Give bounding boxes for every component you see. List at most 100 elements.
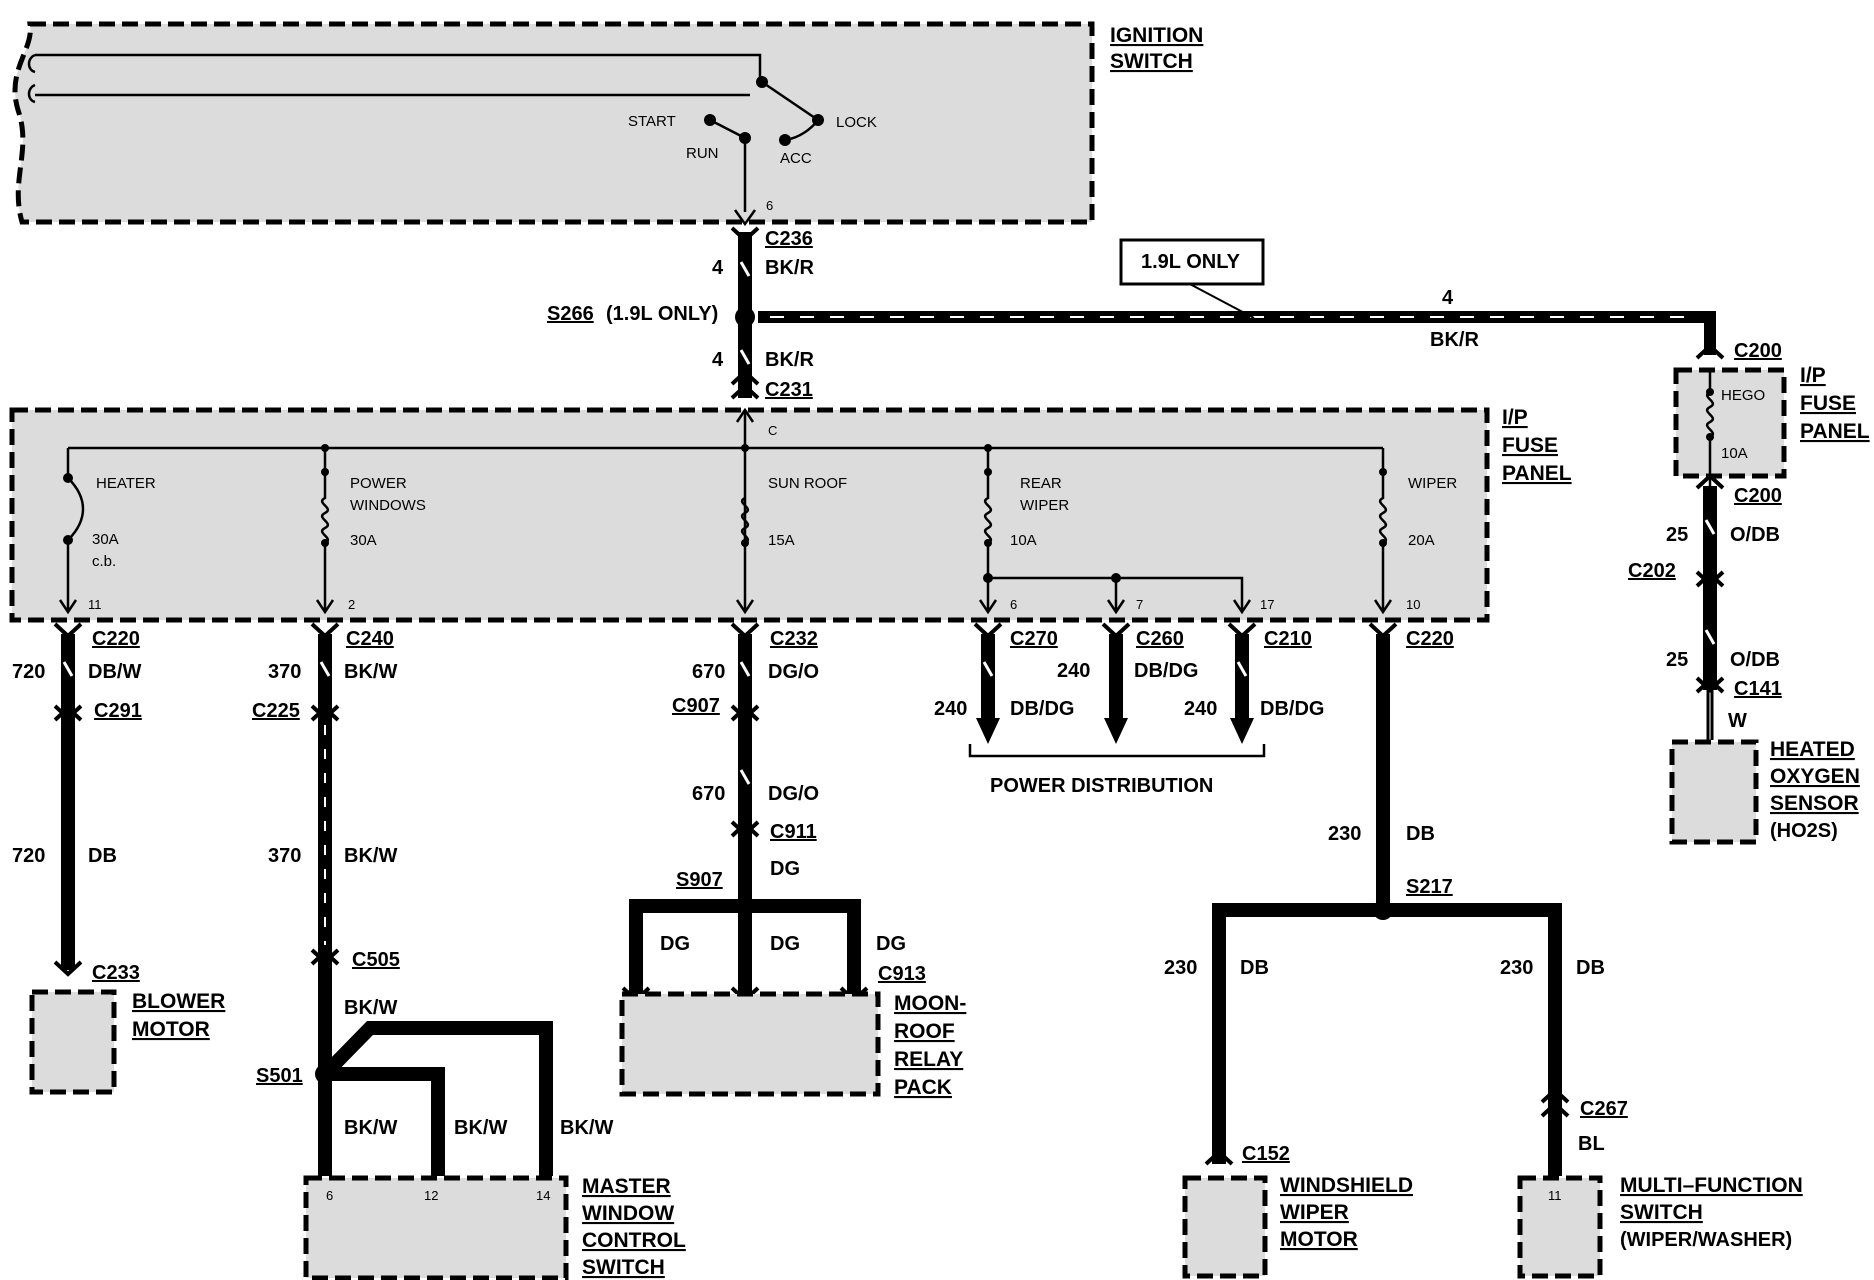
callout-19l-box bbox=[1119, 238, 1265, 286]
wp-1-circuit: 230 bbox=[1328, 823, 1361, 845]
mws-title-1: MASTER bbox=[582, 1175, 671, 1198]
ho2s-title-3: SENSOR bbox=[1770, 792, 1859, 815]
sr-fuse-name: SUN ROOF bbox=[768, 475, 847, 492]
c200-top-label: C200 bbox=[1734, 340, 1782, 362]
pw-fuse-pin: 2 bbox=[348, 597, 355, 612]
heater-1-color: DB/W bbox=[88, 661, 141, 683]
s266-label: S266 bbox=[547, 303, 594, 325]
hego-1-circuit: 25 bbox=[1666, 524, 1688, 546]
wp-bl-color: BL bbox=[1578, 1133, 1605, 1155]
hego-feed-color: BK/R bbox=[1430, 329, 1479, 351]
mws-title-3: CONTROL bbox=[582, 1229, 686, 1252]
mws-title-4: SWITCH bbox=[582, 1256, 665, 1279]
mws-title-2: WINDOW bbox=[582, 1202, 674, 1225]
hego-fuse-panel-title-3: PANEL bbox=[1800, 420, 1870, 443]
c913-label: C913 bbox=[878, 963, 926, 985]
mws-pin-12: 12 bbox=[424, 1188, 438, 1203]
pw-3-color: BK/W bbox=[344, 997, 397, 1019]
ho2s-title-2: OXYGEN bbox=[1770, 765, 1860, 788]
wp-r-color: DB bbox=[1576, 957, 1605, 979]
sun-roof-wire bbox=[621, 622, 869, 1003]
s266-note: (1.9L ONLY) bbox=[606, 303, 718, 325]
mrrp-title-3: RELAY bbox=[894, 1048, 963, 1071]
mfs-title-1: MULTI–FUNCTION bbox=[1620, 1174, 1803, 1197]
pd-1-color: DB/DG bbox=[1010, 698, 1074, 720]
rw-fuse-pin-1: 6 bbox=[1010, 597, 1017, 612]
heater-2-circuit: 720 bbox=[12, 845, 45, 867]
c260-label: C260 bbox=[1136, 628, 1184, 650]
ip-fuse-panel-title-3: PANEL bbox=[1502, 462, 1572, 485]
sr-fuse-rating: 15A bbox=[768, 532, 795, 549]
wp-1-color: DB bbox=[1406, 823, 1435, 845]
power-distribution-label: POWER DISTRIBUTION bbox=[990, 775, 1213, 797]
switch-start-label: START bbox=[628, 113, 676, 130]
sr-1-color: DG/O bbox=[768, 661, 819, 683]
hego-fuse-panel-title-2: FUSE bbox=[1800, 392, 1856, 415]
sr-2-circuit: 670 bbox=[692, 783, 725, 805]
sr-1-circuit: 670 bbox=[692, 661, 725, 683]
wwm-title-2: WIPER bbox=[1280, 1201, 1349, 1224]
pw-1-circuit: 370 bbox=[268, 661, 301, 683]
pd-2-circuit: 240 bbox=[1057, 660, 1090, 682]
pw-fuse-name-2: WINDOWS bbox=[350, 497, 426, 514]
pw-b2-color: BK/W bbox=[454, 1117, 507, 1139]
c225-label: C225 bbox=[252, 700, 300, 722]
heater-fuse-rating: 30A bbox=[92, 531, 119, 548]
sr-b3-color: DG bbox=[876, 933, 906, 955]
pw-fuse-rating: 30A bbox=[350, 532, 377, 549]
blower-motor-title-1: BLOWER bbox=[132, 990, 225, 1013]
rw-fuse-name-2: WIPER bbox=[1020, 497, 1069, 514]
sr-b2-color: DG bbox=[770, 933, 800, 955]
c200-bottom-label: C200 bbox=[1734, 485, 1782, 507]
c210-label: C210 bbox=[1264, 628, 1312, 650]
hego-1-color: O/DB bbox=[1730, 524, 1780, 546]
s907-label: S907 bbox=[676, 869, 723, 891]
ignition-switch-title-2: SWITCH bbox=[1110, 50, 1193, 73]
ho2s-title-1: HEATED bbox=[1770, 738, 1855, 761]
heater-fuse-name: HEATER bbox=[96, 475, 156, 492]
c231-label: C231 bbox=[765, 379, 813, 401]
sr-b1-color: DG bbox=[660, 933, 690, 955]
c270-label: C270 bbox=[1010, 628, 1058, 650]
pd-2-color: DB/DG bbox=[1134, 660, 1198, 682]
ho2s-title-4: (HO2S) bbox=[1770, 820, 1838, 842]
sr-3-color: DG bbox=[770, 858, 800, 880]
hego-feed-wire bbox=[758, 281, 1725, 360]
master-window-switch-box bbox=[303, 1175, 569, 1280]
sr-2-color: DG/O bbox=[768, 783, 819, 805]
c232-label: C232 bbox=[770, 628, 818, 650]
c240-label: C240 bbox=[346, 628, 394, 650]
mfs-pin: 11 bbox=[1548, 1188, 1562, 1203]
power-windows-wire bbox=[310, 622, 553, 1176]
hego-fuse-rating: 10A bbox=[1721, 445, 1748, 462]
c911-label: C911 bbox=[770, 821, 817, 843]
switch-out-pin: 6 bbox=[766, 198, 773, 213]
ip-fuse-panel-title-1: I/P bbox=[1502, 406, 1528, 429]
power-distribution-wires bbox=[968, 622, 1266, 758]
hego-fuse-name: HEGO bbox=[1721, 387, 1765, 404]
wiper-fuse-rating: 20A bbox=[1408, 532, 1435, 549]
c907-label: C907 bbox=[672, 695, 720, 717]
pw-b3-color: BK/W bbox=[560, 1117, 613, 1139]
heater-fuse-type: c.b. bbox=[92, 553, 116, 570]
hego-feed-circuit: 4 bbox=[1442, 287, 1454, 309]
blower-motor-box bbox=[29, 989, 117, 1095]
c291-label: C291 bbox=[94, 700, 142, 722]
hego-3-color: W bbox=[1728, 710, 1747, 732]
switch-acc-label: ACC bbox=[780, 150, 812, 167]
pw-b1-color: BK/W bbox=[344, 1117, 397, 1139]
c141-label: C141 bbox=[1734, 678, 1782, 700]
hego-fuse-panel bbox=[1673, 367, 1787, 486]
mrrp-title-4: PACK bbox=[894, 1076, 952, 1099]
mfs-title-3: (WIPER/WASHER) bbox=[1620, 1229, 1792, 1251]
mws-pin-14: 14 bbox=[536, 1188, 550, 1203]
wiper-fuse-name: WIPER bbox=[1408, 475, 1457, 492]
multi-function-switch-box bbox=[1517, 1175, 1603, 1279]
wwm-title-1: WINDSHIELD bbox=[1280, 1174, 1413, 1197]
rw-fuse-pin-3: 17 bbox=[1260, 597, 1274, 612]
hego-fuse-panel-title-1: I/P bbox=[1800, 364, 1826, 387]
s501-label: S501 bbox=[256, 1065, 303, 1087]
heater-circuit-wire bbox=[53, 622, 83, 977]
rw-fuse-pin-2: 7 bbox=[1136, 597, 1143, 612]
ip-fuse-panel bbox=[9, 407, 1490, 623]
